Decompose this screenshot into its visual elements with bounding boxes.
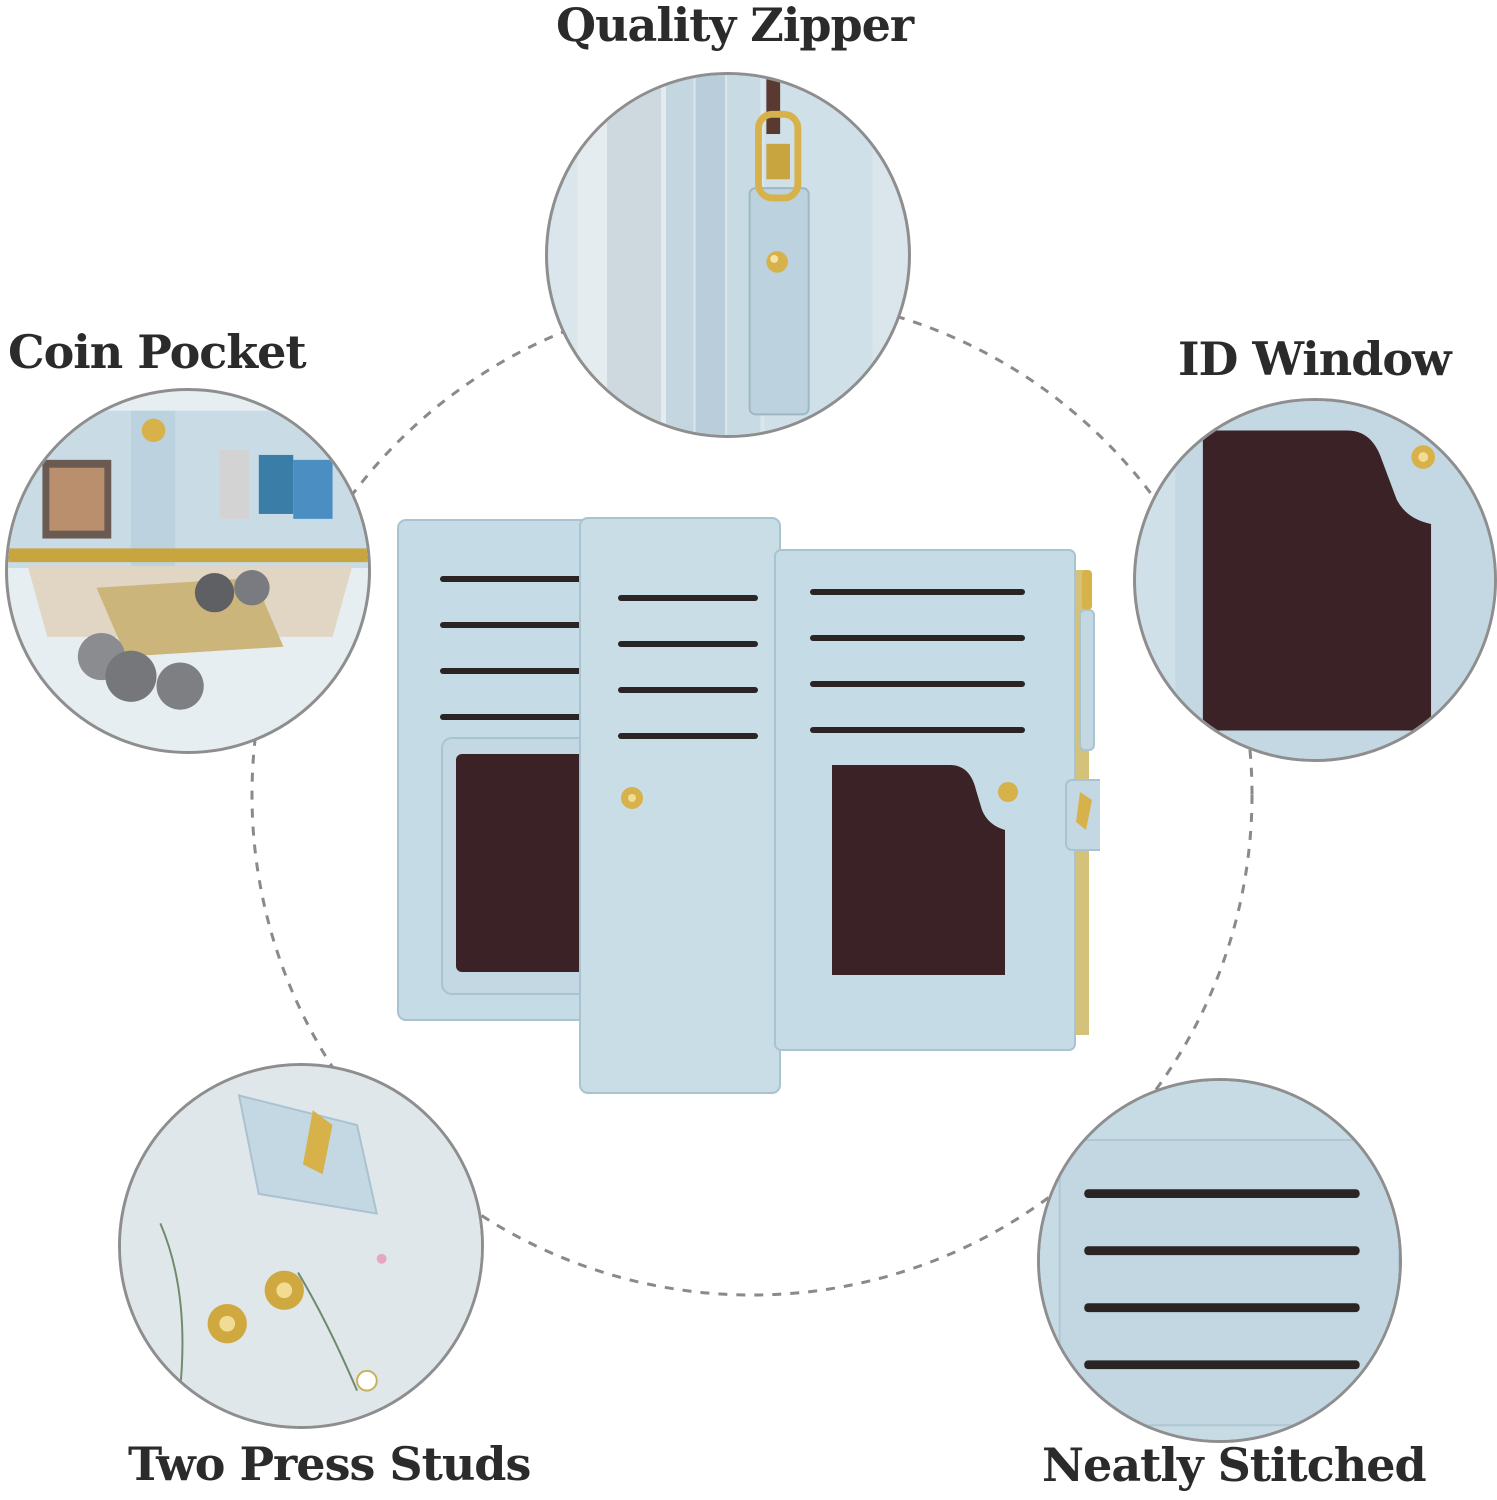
- label-coin-pocket: Coin Pocket: [8, 325, 307, 379]
- label-quality-zipper: Quality Zipper: [556, 0, 914, 52]
- coin-pocket-detail-circle: [5, 388, 371, 754]
- label-id-window: ID Window: [1178, 332, 1452, 386]
- zipper-detail-circle: [545, 72, 911, 438]
- coin-pocket-detail-image: [8, 410, 368, 710]
- label-two-press-studs: Two Press Studs: [128, 1437, 531, 1491]
- stitching-detail-circle: [1037, 1078, 1402, 1443]
- id-window-detail-image: [1175, 401, 1494, 759]
- stitching-detail-image: [1040, 1081, 1399, 1440]
- wallet-main-image: [397, 517, 1100, 1094]
- press-studs-detail-circle: [118, 1063, 484, 1429]
- id-window-detail-circle: [1133, 398, 1497, 762]
- press-studs-detail-image: [121, 1066, 481, 1426]
- label-neatly-stitched: Neatly Stitched: [1042, 1438, 1427, 1492]
- zipper-detail-image: [577, 75, 873, 435]
